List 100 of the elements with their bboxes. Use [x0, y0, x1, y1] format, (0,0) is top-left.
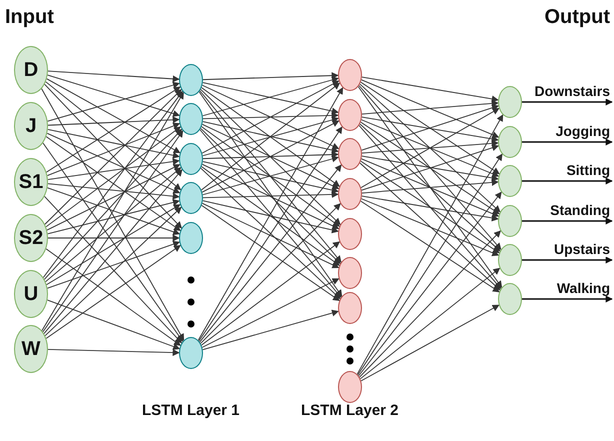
arrow [46, 164, 180, 231]
arrow [361, 76, 499, 102]
arrow [199, 90, 342, 263]
lstm-cell [179, 143, 203, 175]
arrow [202, 161, 339, 194]
arrow [202, 202, 340, 268]
arrow [361, 158, 500, 217]
input-node: D [14, 46, 48, 94]
arrow [202, 164, 340, 230]
arrow [200, 129, 342, 298]
input-node: S2 [14, 214, 48, 262]
output-heading: Output [544, 6, 610, 29]
arrow [361, 198, 500, 256]
arrow [198, 126, 342, 342]
arrow [200, 168, 341, 300]
arrow [522, 256, 613, 264]
arrow [48, 348, 180, 356]
arrow [47, 187, 180, 236]
lstm-cell [338, 178, 362, 210]
arrow [48, 234, 180, 242]
edge-label: Upstairs [554, 241, 610, 257]
arrow [198, 87, 344, 341]
lstm-cell [338, 99, 362, 131]
edge-label: Jogging [556, 123, 610, 139]
arrow [48, 183, 180, 200]
arrow [522, 296, 613, 302]
arrow [357, 153, 503, 376]
arrow [358, 125, 502, 290]
arrow [47, 199, 180, 234]
arrow [359, 124, 501, 252]
input-heading: Input [5, 6, 54, 29]
arrow [202, 200, 339, 234]
arrow [48, 116, 180, 126]
layer-label: LSTM Layer 1 [142, 402, 240, 419]
arrow [202, 112, 339, 120]
arrow [202, 278, 340, 348]
arrow [201, 204, 340, 302]
arrow [361, 116, 499, 142]
arrow [202, 156, 339, 196]
input-node: W [14, 325, 48, 373]
edge-label: Walking [556, 280, 610, 296]
lstm-cell [179, 103, 203, 135]
arrow [44, 128, 182, 280]
arrow [47, 74, 180, 117]
arrow [522, 178, 613, 184]
arrow [356, 114, 504, 375]
arrow [48, 70, 180, 82]
arrow [360, 122, 500, 214]
arrow [362, 179, 499, 194]
arrow [359, 162, 501, 290]
arrow [522, 218, 613, 224]
arrow [47, 240, 180, 289]
arrow [199, 164, 342, 342]
arrow [201, 126, 340, 227]
arrow [46, 132, 180, 194]
lstm-cell [338, 138, 362, 170]
arrow [362, 100, 499, 114]
arrow [198, 91, 342, 297]
arrow [358, 85, 502, 250]
input-node: U [14, 270, 48, 318]
output-node [498, 126, 522, 158]
arrow [361, 119, 500, 178]
arrow [360, 82, 500, 174]
arrow [522, 98, 613, 106]
arrow [522, 138, 613, 146]
arrow [360, 200, 500, 292]
arrow [359, 84, 501, 212]
arrow [202, 82, 339, 114]
arrow [361, 79, 500, 138]
edge-label: Standing [550, 202, 610, 218]
arrow [361, 144, 499, 191]
lstm-cell [179, 222, 203, 254]
arrow [45, 167, 182, 282]
arrow [200, 88, 341, 226]
lstm-cell [338, 371, 362, 403]
arrow [202, 72, 339, 80]
output-node [498, 244, 522, 276]
arrow [44, 169, 182, 334]
arrow [360, 108, 500, 188]
arrow [358, 86, 502, 288]
arrow [362, 140, 499, 154]
lstm-cell [179, 182, 203, 214]
output-node [498, 165, 522, 197]
arrow [201, 241, 340, 346]
lstm-cell [338, 292, 362, 324]
arrow [202, 76, 339, 116]
arrow [47, 300, 180, 350]
arrow [46, 204, 181, 286]
layer-label: LSTM Layer 2 [301, 402, 399, 419]
arrow [359, 230, 502, 378]
lstm-cell [338, 257, 362, 289]
arrow [47, 129, 180, 159]
arrow [361, 156, 499, 182]
output-node [498, 283, 522, 315]
lstm-cell [338, 59, 362, 91]
arrow [360, 304, 500, 382]
input-node: S1 [14, 158, 48, 206]
arrow [201, 166, 340, 266]
edge-label: Sitting [566, 162, 610, 178]
arrow [202, 190, 339, 198]
